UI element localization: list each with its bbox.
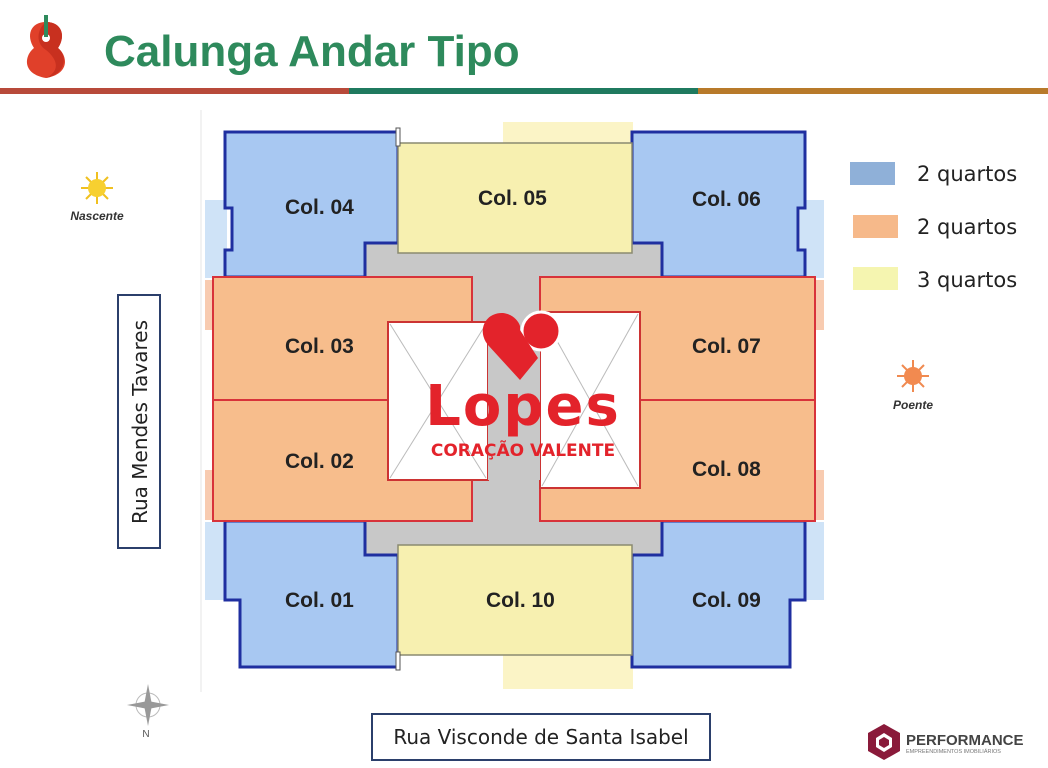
street-front-label: Rua Visconde de Santa Isabel — [393, 725, 688, 749]
sun-icon-nascente — [81, 172, 113, 204]
unit-label: Col. 03 — [285, 335, 354, 358]
calunga-guitar-logo — [26, 15, 66, 78]
performance-logo: PERFORMANCE EMPREENDIMENTOS IMOBILIÁRIOS — [868, 724, 1024, 760]
unit-label: Col. 02 — [285, 450, 354, 473]
compass-icon — [127, 684, 169, 726]
header-stripe — [0, 88, 1048, 94]
north-label: N — [142, 729, 149, 740]
lopes-tagline: CORAÇÃO VALENTE — [431, 438, 615, 461]
street-side-label: Rua Mendes Tavares — [128, 320, 152, 524]
legend-label: 2 quartos — [917, 162, 1017, 186]
unit-label: Col. 07 — [692, 335, 761, 358]
legend: 2 quartos 2 quartos 3 quartos — [850, 162, 1017, 292]
unit-label: Col. 06 — [692, 188, 761, 211]
unit-label: Col. 04 — [285, 196, 354, 219]
unit-label: Col. 05 — [478, 187, 547, 210]
nascente-label: Nascente — [70, 209, 124, 223]
sun-icon-poente — [897, 360, 929, 392]
lopes-watermark: Lopes CORAÇÃO VALENTE — [425, 310, 621, 461]
unit-col09[interactable]: Col. 09 — [630, 519, 807, 669]
street-front: Rua Visconde de Santa Isabel — [371, 713, 711, 761]
street-side: Rua Mendes Tavares — [117, 294, 161, 549]
legend-swatch-blue — [850, 162, 895, 185]
unit-label: Col. 01 — [285, 589, 354, 612]
unit-label: Col. 08 — [692, 458, 761, 481]
performance-name: PERFORMANCE — [906, 732, 1024, 749]
page-title: Calunga Andar Tipo — [104, 27, 520, 76]
legend-swatch-orange — [853, 215, 898, 238]
unit-label: Col. 09 — [692, 589, 761, 612]
legend-label: 2 quartos — [917, 215, 1017, 239]
unit-label: Col. 10 — [486, 589, 555, 612]
lopes-brand-text: Lopes — [425, 374, 621, 439]
unit-col06[interactable]: Col. 06 — [630, 130, 807, 279]
legend-label: 3 quartos — [917, 268, 1017, 292]
unit-col10[interactable]: Col. 10 — [395, 544, 633, 671]
poente-label: Poente — [893, 398, 933, 412]
performance-subtitle: EMPREENDIMENTOS IMOBILIÁRIOS — [906, 748, 1001, 755]
unit-col05[interactable]: Col. 05 — [395, 127, 633, 254]
unit-col08[interactable]: Col. 08 — [539, 399, 816, 522]
legend-swatch-yellow — [853, 267, 898, 290]
